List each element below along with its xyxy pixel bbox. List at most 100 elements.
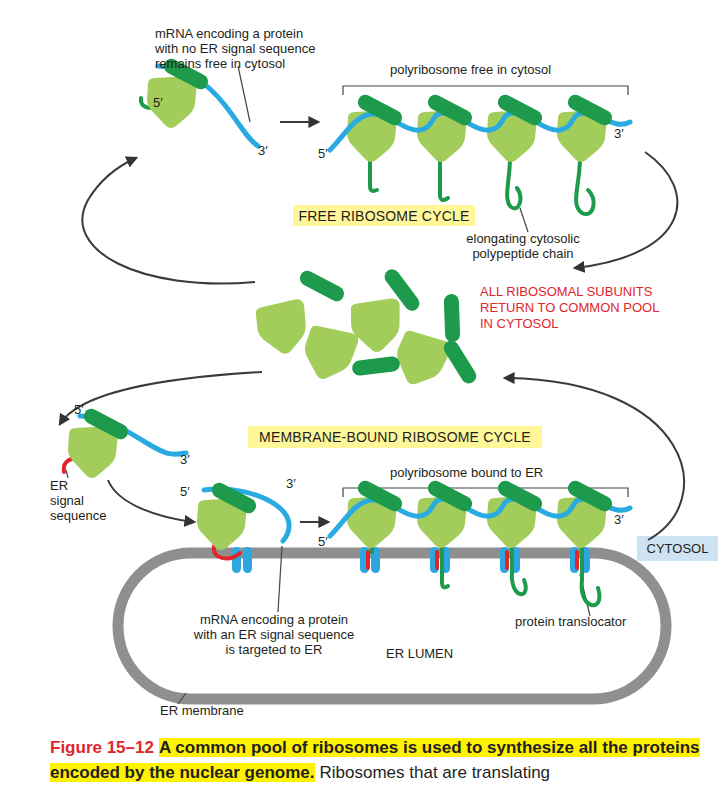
ribosome-subunit [565,92,614,128]
bracket-label: polyribosome bound to ER [390,465,543,480]
compartment-box: CYTOSOL [637,536,718,561]
protein-translocator [500,547,520,573]
caption-tail: Ribosomes that are translating [320,763,551,782]
translocators [232,547,590,573]
callout-note: ER membrane [160,703,244,718]
cycle-arrow [82,158,255,283]
callout-note: elongating cytosolic polypeptide chain [452,231,594,261]
cycle-title: MEMBRANE-BOUND RIBOSOME CYCLE [259,429,531,445]
ribosome-subunit [355,92,404,128]
leader-line [178,693,186,704]
polypeptide-chain [370,158,377,191]
cycle-band: MEMBRANE-BOUND RIBOSOME CYCLE [248,426,542,448]
strand-end: 3′ [286,476,296,491]
ribosome-subunit [254,298,312,358]
ribosome-subunit [424,288,480,349]
ribosome-subunit [347,110,397,162]
mrna [158,66,258,146]
bracket [343,86,628,95]
leader-line [580,574,590,616]
ribosome-subunit [557,496,607,548]
strand-end: 5′ [74,402,84,417]
ribosome-subunit [487,496,537,548]
compartment-name: CYTOSOL [647,541,709,556]
leader-line [66,470,68,478]
mrna [330,113,630,150]
ribosome-subunit [345,337,406,395]
protein-translocator [570,547,590,573]
bracket [343,488,628,497]
ribosome-subunit [68,426,118,478]
protein-translocator [430,547,450,573]
step-arrow [280,121,318,123]
leader-line [520,208,528,232]
strand-end: 3′ [180,452,190,467]
er-membrane-outline [118,553,666,699]
pool-note: ALL RIBOSOMAL SUBUNITS RETURN TO COMMON … [480,284,670,332]
cycle-title: FREE RIBOSOME CYCLE [298,208,469,224]
polypeptides [141,98,600,605]
ribosome-subunit [495,478,544,514]
ribosome-subunit [81,406,130,442]
polypeptide-chain [442,544,448,587]
ribosome-subunit [425,478,474,514]
mrna [80,416,186,454]
polypeptide-chain [582,544,600,605]
polypeptide-chain [576,158,594,214]
cycle-band: FREE RIBOSOME CYCLE [293,205,475,226]
polypeptide-chain [440,158,448,200]
strand-end: 5′ [318,146,328,161]
mrna [204,489,289,541]
protein-translocator [232,547,252,573]
polypeptide-chain [141,98,152,108]
step-arrow [300,521,328,523]
ribosome-subunit [147,76,197,128]
ribosome-subunit [209,480,258,516]
figure-caption: Figure 15–12A common pool of ribosomes i… [50,735,715,785]
strand-end: 3′ [258,143,268,158]
ribosome-subunit [425,92,474,128]
polypeptide-chain [507,158,520,208]
callout-note: mRNA encoding a protein with an ER signa… [188,612,360,657]
compartment-name: ER LUMEN [386,646,453,661]
signal-sequence [435,552,439,568]
leader-line [238,66,250,122]
ribosome-subunit [298,322,360,385]
strand-end: 3′ [614,126,624,141]
ribosome-subunit [557,110,607,162]
ribosome-subunit [487,110,537,162]
protein-translocator [360,547,380,573]
cycle-arrow [575,152,677,268]
ribosome-subunit [495,92,544,128]
signal-sequence [366,552,370,568]
cycle-arrow [505,378,684,540]
leaders [66,66,628,704]
cycle-arrow [60,372,262,424]
polypeptide-chain [512,544,526,594]
signal-sequence [575,552,579,568]
callout-note: ER signal sequence [50,478,100,523]
ribosome-subunit [430,334,491,390]
step-arrow [108,480,194,522]
signal-sequence [505,552,509,568]
ribosome-subunit [355,478,404,514]
bracket-label: polyribosome free in cytosol [390,62,551,77]
strand-end: 5′ [180,484,190,499]
signal-sequences [64,458,577,568]
polypeptide-chain [370,544,374,552]
strand-end: 3′ [614,512,624,527]
mrna [330,499,630,536]
ribosome-subunit [349,298,403,354]
callout-note: protein translocator [515,614,626,629]
ribosome-subunit [347,496,397,548]
leader-line [278,546,282,612]
strand-end: 5′ [318,534,328,549]
figure-number: Figure 15–12 [50,738,154,757]
callout-note: mRNA encoding a protein with no ER signa… [155,26,327,71]
ribosome-subunit [565,478,614,514]
ribosome-subunit [372,263,432,316]
